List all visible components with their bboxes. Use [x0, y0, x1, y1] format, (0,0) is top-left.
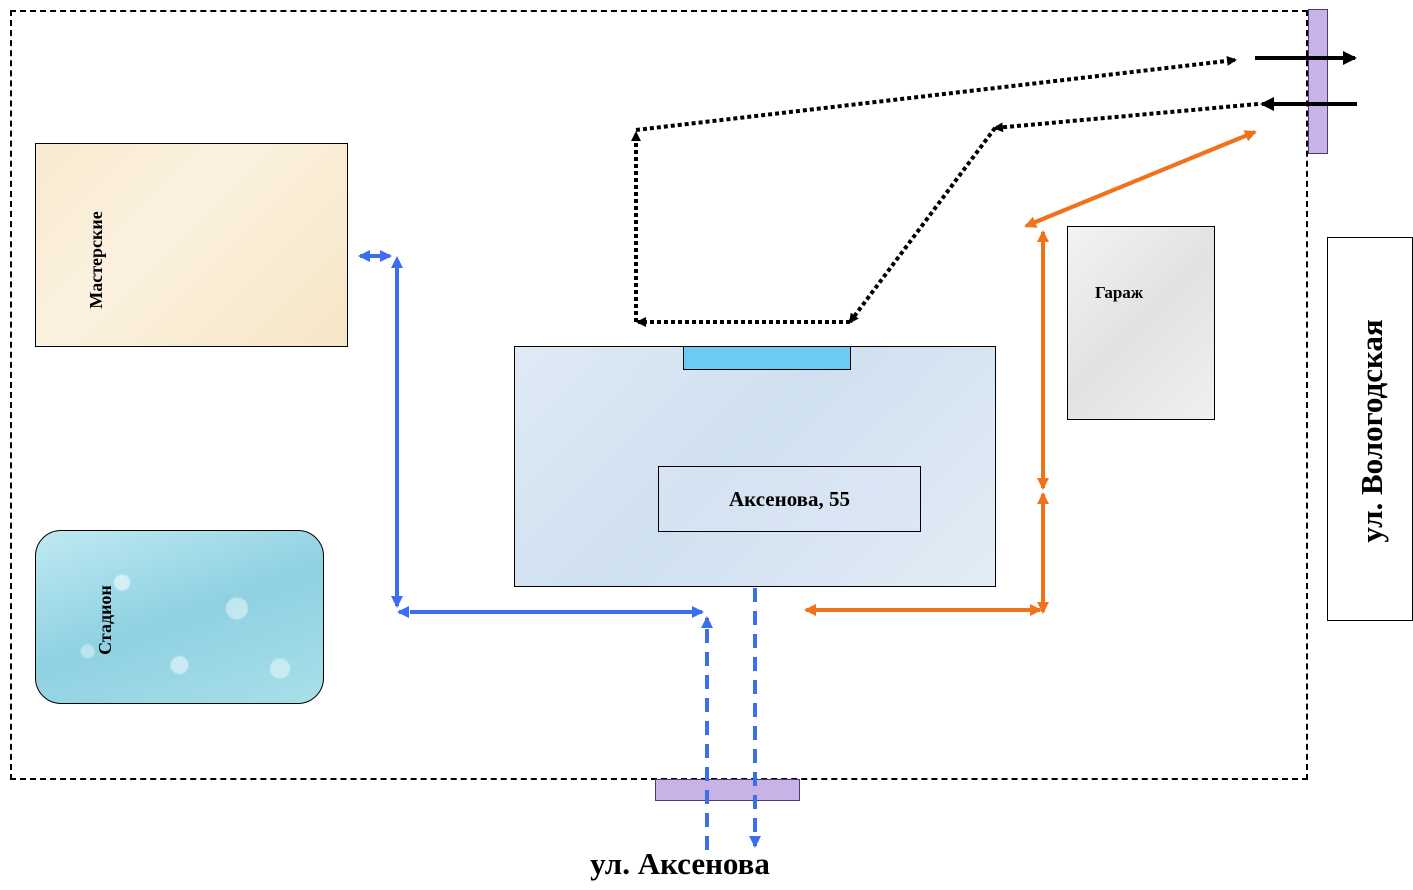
gate-right: [1308, 9, 1328, 154]
vehicle-route-in: [993, 102, 1259, 133]
workshops-building: [35, 143, 348, 347]
svc-gate-diag-back: [1024, 136, 1241, 228]
vehicle-route-top: [635, 55, 1237, 132]
main-building-address: Аксенова, 55: [658, 466, 921, 532]
vehicle-route: [631, 55, 1259, 327]
garage-building: [1067, 226, 1215, 420]
vehicle-route-diagonal: [848, 126, 997, 324]
stadium-area: [35, 530, 324, 704]
pedestrian-route: [358, 250, 761, 850]
gate-bottom: [655, 779, 800, 801]
service-route: [804, 130, 1257, 616]
main-entrance: [683, 346, 851, 370]
street-bottom-label: ул. Аксенова: [590, 846, 770, 881]
garage-label: Гараж: [1095, 283, 1144, 302]
gate-arrows: [1255, 51, 1357, 111]
